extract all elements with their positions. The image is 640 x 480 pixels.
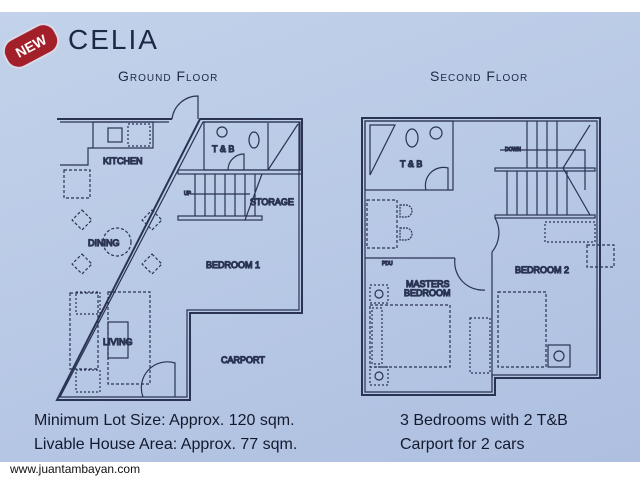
floor-plan-photo bbox=[0, 12, 640, 462]
lot-size-text: Minimum Lot Size: Approx. 120 sqm. bbox=[34, 412, 295, 429]
bedrooms-text: 3 Bedrooms with 2 T&B bbox=[400, 412, 568, 429]
label-masters: MASTERS bbox=[406, 279, 450, 289]
ground-floor-plan bbox=[55, 95, 303, 401]
label-bedroom-2: BEDROOM 2 bbox=[515, 265, 569, 275]
label-pdu: PDU bbox=[382, 261, 393, 267]
label-storage: STORAGE bbox=[250, 197, 294, 207]
label-dining: DINING bbox=[88, 238, 120, 248]
label-living: LIVING bbox=[103, 337, 133, 347]
label-bedroom-1: BEDROOM 1 bbox=[206, 260, 260, 270]
house-area-text: Livable House Area: Approx. 77 sqm. bbox=[34, 436, 298, 453]
model-title: CELIA bbox=[68, 24, 159, 55]
label-up: UP bbox=[184, 191, 192, 197]
label-carport: CARPORT bbox=[221, 355, 265, 365]
second-floor-plan bbox=[361, 117, 615, 396]
label-masters-bedroom: BEDROOM bbox=[404, 288, 451, 298]
label-tb-second: T & B bbox=[400, 159, 422, 169]
ground-floor-heading: Ground Floor bbox=[118, 68, 219, 84]
label-tb-ground: T & B bbox=[212, 144, 234, 154]
watermark-url: www.juantambayan.com bbox=[10, 462, 141, 476]
second-floor-heading: Second Floor bbox=[430, 68, 529, 84]
label-kitchen: KITCHEN bbox=[103, 156, 143, 166]
carport-text: Carport for 2 cars bbox=[400, 436, 525, 453]
label-down: DOWN bbox=[505, 147, 521, 153]
